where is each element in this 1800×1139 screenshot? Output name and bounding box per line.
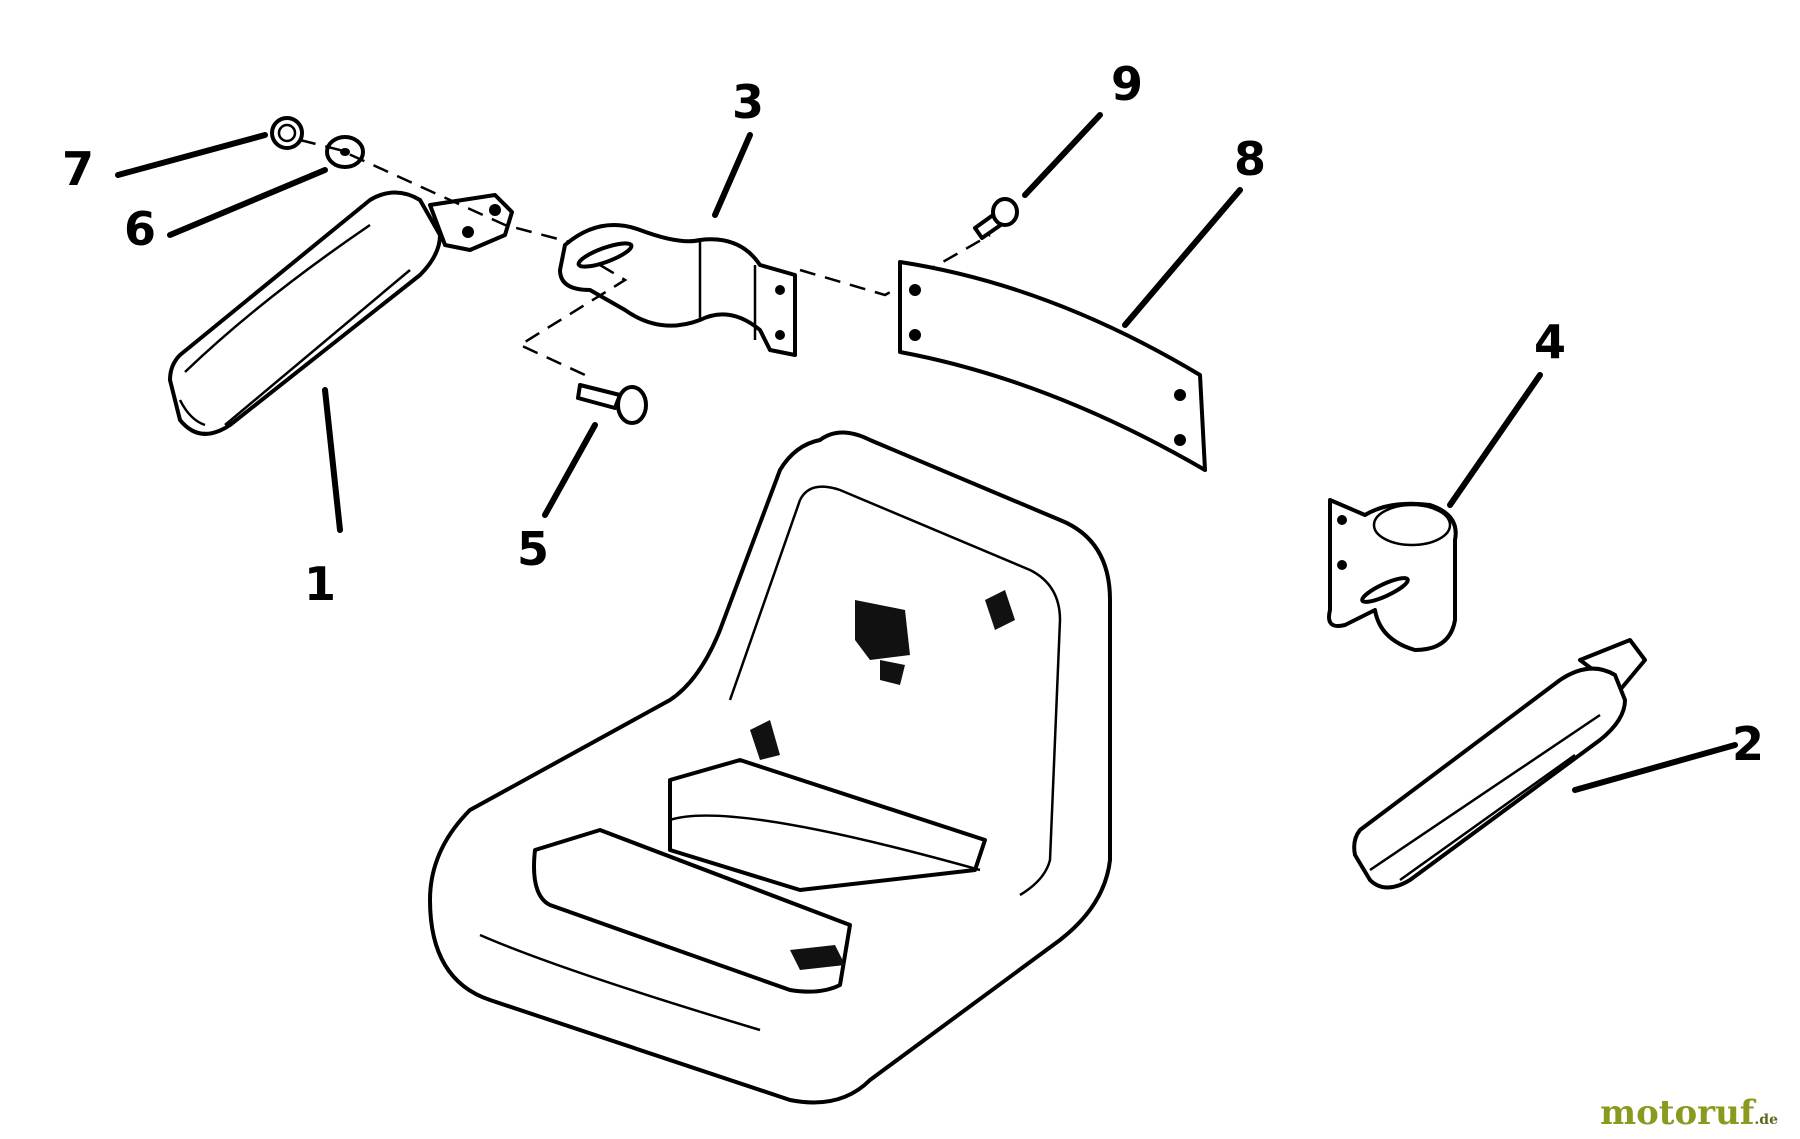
watermark-logo: motoruf.de bbox=[1600, 1093, 1778, 1133]
alignment-line-plate bbox=[799, 233, 991, 297]
callout-7: 7 bbox=[62, 142, 94, 196]
alignment-line-lower bbox=[517, 263, 628, 377]
armrest-right-part bbox=[1352, 638, 1647, 890]
washer-part bbox=[325, 135, 365, 169]
leader-7 bbox=[115, 132, 268, 178]
alignment-line bbox=[299, 138, 601, 252]
leader-2 bbox=[1572, 742, 1738, 793]
pin-part bbox=[576, 383, 648, 425]
callout-2: 2 bbox=[1732, 717, 1764, 771]
screw-part bbox=[973, 197, 1019, 240]
plate-part bbox=[898, 260, 1207, 472]
seat-part bbox=[428, 430, 1112, 1105]
callout-4: 4 bbox=[1534, 315, 1566, 369]
callout-6: 6 bbox=[124, 202, 156, 256]
bracket-part bbox=[558, 223, 797, 357]
clamp-part bbox=[1327, 498, 1458, 652]
leader-4 bbox=[1447, 372, 1543, 508]
callout-5: 5 bbox=[517, 522, 549, 576]
armrest-left-part bbox=[168, 190, 514, 436]
leader-8 bbox=[1122, 187, 1243, 328]
callout-9: 9 bbox=[1111, 57, 1143, 111]
nut-part bbox=[270, 116, 304, 150]
leader-3 bbox=[712, 132, 753, 218]
callout-8: 8 bbox=[1234, 132, 1266, 186]
leader-6 bbox=[167, 167, 328, 238]
leader-9 bbox=[1022, 112, 1103, 198]
leader-1 bbox=[322, 387, 343, 533]
watermark-text: motoruf bbox=[1600, 1093, 1755, 1133]
leader-5 bbox=[542, 422, 598, 518]
callout-3: 3 bbox=[732, 75, 764, 129]
callout-1: 1 bbox=[304, 557, 336, 611]
watermark-suffix: .de bbox=[1754, 1112, 1778, 1128]
